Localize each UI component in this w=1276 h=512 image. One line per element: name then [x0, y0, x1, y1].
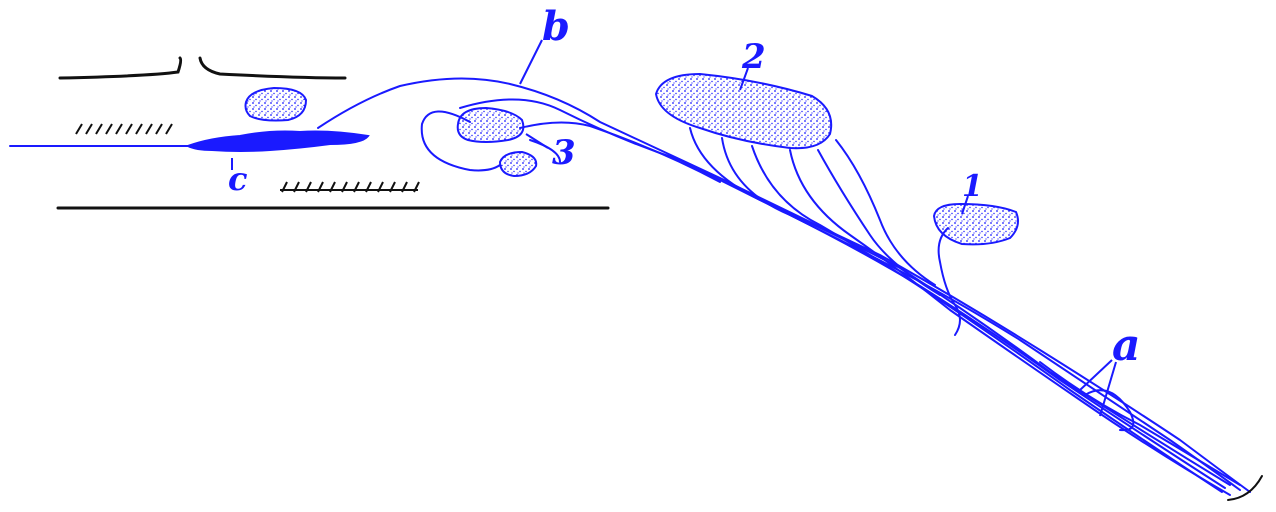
upper-outline-left	[60, 58, 181, 78]
ganglion-2	[656, 74, 831, 148]
ganglion-3-small	[500, 152, 536, 176]
labels: b 2 1 3 c a	[228, 3, 1141, 371]
label-2: 2	[741, 37, 766, 77]
fiber-1	[939, 228, 960, 335]
pointer-3	[526, 134, 548, 148]
label-b: b	[542, 3, 570, 50]
label-c: c	[228, 160, 247, 198]
label-3: 3	[552, 133, 576, 173]
upper-outline-right	[200, 58, 345, 78]
ganglion-3	[458, 108, 524, 142]
label-a: a	[1112, 320, 1141, 371]
nerve-fibers	[10, 78, 1262, 500]
fiber-2-5	[818, 150, 940, 295]
thick-trunk-c	[188, 132, 368, 152]
ganglia	[246, 74, 1019, 244]
ganglion-1	[934, 204, 1018, 244]
label-1: 1	[962, 169, 983, 204]
fiber-a-extra	[1040, 362, 1240, 485]
pointer-b	[520, 40, 542, 84]
ganglion-upper-left	[246, 88, 307, 121]
